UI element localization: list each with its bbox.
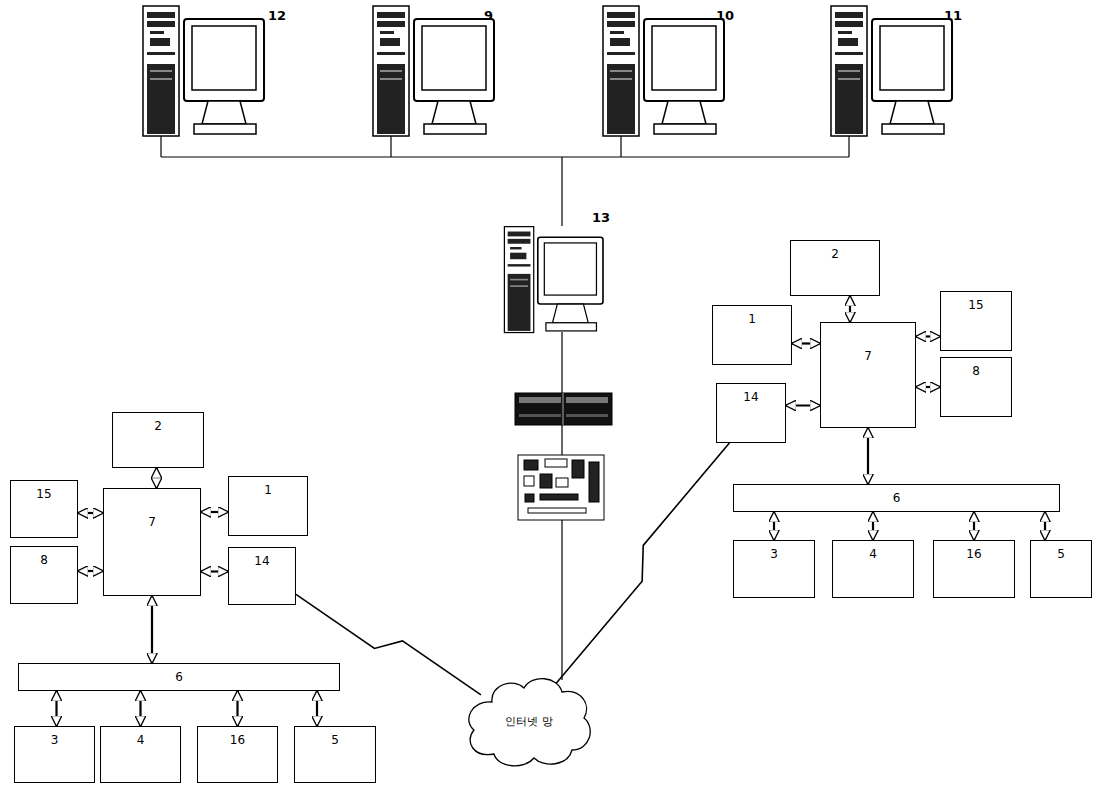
data-arrow (786, 404, 820, 406)
component-box: 3 (14, 726, 95, 783)
reference-number: 5 (1057, 547, 1065, 562)
data-arrow (773, 512, 775, 540)
data-arrow (867, 428, 869, 484)
component-box: 8 (940, 357, 1012, 417)
component-box: 15 (10, 480, 78, 538)
callout-number: 11 (944, 8, 962, 23)
component-box: 2 (112, 412, 204, 468)
data-arrow (201, 570, 228, 572)
data-arrow (872, 512, 874, 540)
component-box: 8 (10, 546, 78, 604)
component-box: 16 (933, 540, 1015, 598)
component-box: 5 (294, 726, 376, 783)
component-box: 15 (940, 291, 1012, 351)
data-arrow (139, 691, 141, 726)
component-box: 1 (712, 305, 792, 365)
data-arrow (916, 386, 940, 388)
component-box: 14 (228, 547, 296, 605)
reference-number: 7 (864, 349, 872, 364)
reference-number: 15 (968, 298, 983, 313)
component-box: 3 (733, 540, 815, 598)
reference-number: 3 (770, 547, 778, 562)
data-arrow (236, 691, 238, 726)
reference-number: 6 (893, 491, 901, 506)
callout-number: 13 (592, 210, 610, 225)
reference-number: 16 (230, 733, 245, 748)
reference-number: 2 (154, 419, 162, 434)
component-box: 7 (103, 488, 201, 596)
component-box: 7 (820, 322, 916, 428)
data-arrow (792, 342, 820, 344)
reference-number: 2 (831, 247, 839, 262)
data-arrow (155, 468, 157, 488)
reference-number: 14 (743, 390, 758, 405)
reference-number: 15 (36, 487, 51, 502)
data-arrow (849, 296, 851, 322)
reference-number: 6 (175, 670, 183, 685)
network-label: 인터넷 망 (505, 714, 553, 729)
component-box: 14 (716, 383, 786, 443)
cloud-shape (469, 679, 590, 766)
data-arrow (78, 570, 103, 572)
reference-number: 14 (254, 554, 269, 569)
component-box: 5 (1030, 540, 1092, 598)
component-box: 16 (197, 726, 278, 783)
reference-number: 1 (264, 483, 272, 498)
reference-number: 4 (869, 547, 877, 562)
reference-number: 7 (148, 515, 156, 530)
data-arrow (1044, 512, 1046, 540)
reference-number: 8 (40, 553, 48, 568)
reference-number: 1 (748, 312, 756, 327)
data-arrow (151, 596, 153, 663)
reference-number: 3 (51, 733, 59, 748)
component-box: 4 (832, 540, 914, 598)
network-cloud: 인터넷 망 (462, 672, 596, 770)
data-arrow (916, 335, 940, 337)
component-box: 2 (790, 240, 880, 296)
reference-number: 16 (966, 547, 981, 562)
callout-number: 9 (484, 8, 493, 23)
data-arrow (78, 512, 103, 514)
data-arrow (316, 691, 318, 726)
component-box: 6 (733, 484, 1060, 512)
reference-number: 4 (137, 733, 145, 748)
component-box: 6 (18, 663, 340, 691)
data-arrow (201, 511, 228, 513)
reference-number: 8 (972, 364, 980, 379)
callout-number: 12 (268, 8, 286, 23)
reference-number: 5 (331, 733, 339, 748)
component-box: 1 (228, 476, 308, 536)
callout-number: 10 (716, 8, 734, 23)
component-box: 4 (100, 726, 181, 783)
wireless-link (556, 443, 729, 684)
data-arrow (973, 512, 975, 540)
data-arrow (55, 691, 57, 726)
